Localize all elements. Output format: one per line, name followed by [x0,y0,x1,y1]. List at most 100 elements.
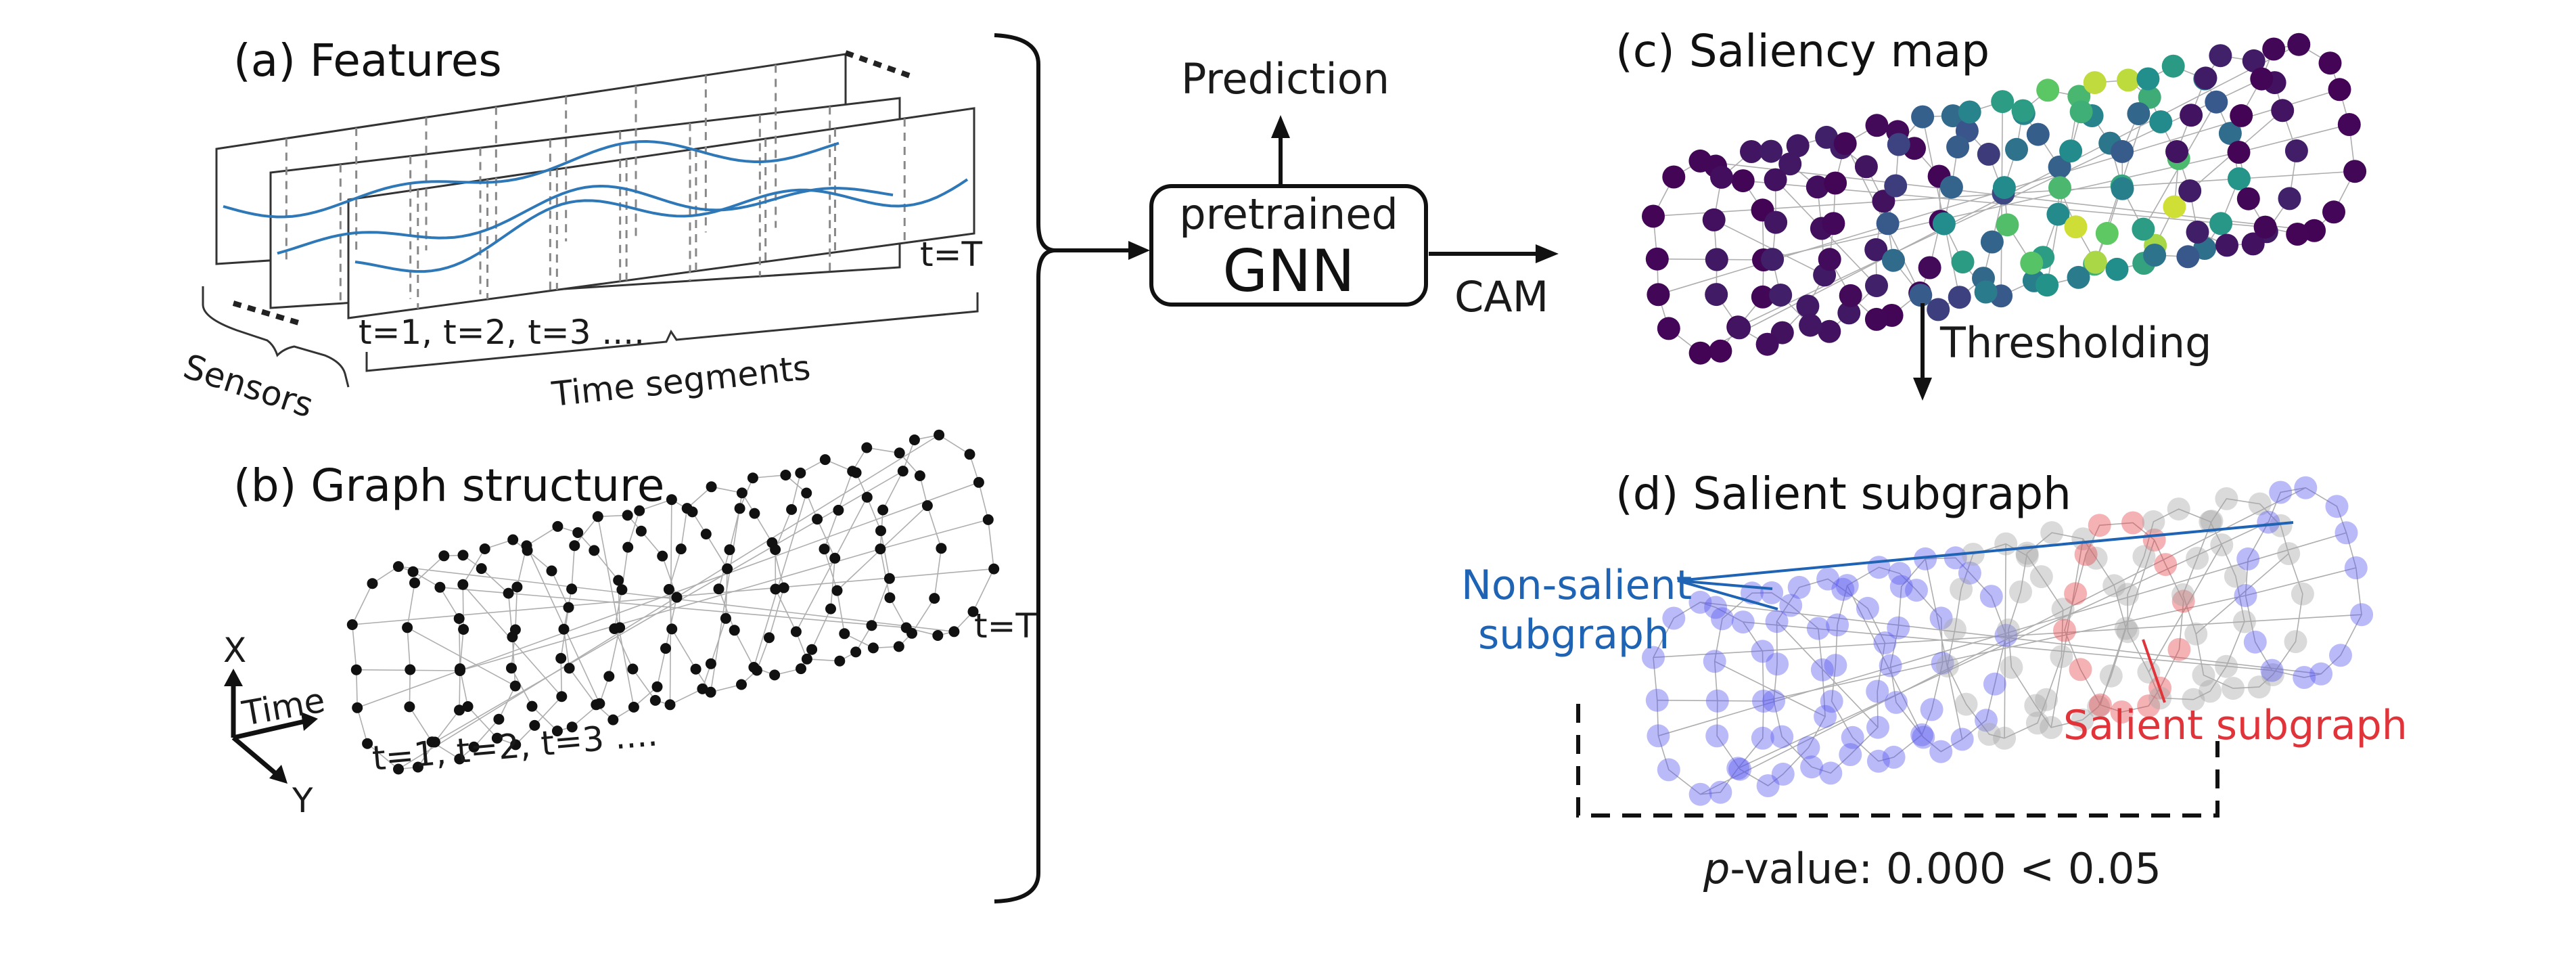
saliency-cylinder-node [1731,169,1755,193]
subgraph-cylinder-node [2182,688,2205,711]
saliency-cylinder-node [2105,257,2129,281]
subgraph-cylinder-chord-2 [1776,621,1879,728]
graph-cylinder-node [546,565,557,577]
graph-cylinder-node [764,632,775,644]
p-value-label: p-value: 0.000 < 0.05 [1703,844,2161,893]
panel-graph-structure: (b) Graph structure t=T t=1, t=2, t=3 ..… [223,429,1036,820]
saliency-cylinder-node [2227,167,2251,191]
subgraph-cylinder-node [1797,736,1820,759]
graph-cylinder-node [929,593,940,604]
graph-cylinder-node [900,622,912,633]
subgraph-cylinder-node [2110,700,2134,723]
graph-cylinder-node [883,573,895,584]
saliency-cylinder-node [2287,32,2311,56]
graph-cylinder-node [729,625,740,636]
saliency-cylinder [1642,32,2367,365]
saliency-cylinder-node [2111,139,2134,163]
panel-salient-subgraph: (d) Salient subgraph Non-salient subgrap… [1461,468,2408,893]
saliency-cylinder-node [2046,202,2070,226]
subgraph-cylinder-node [2200,510,2224,533]
saliency-cylinder-node [2083,71,2107,95]
subgraph-cylinder-node [2309,662,2333,686]
subgraph-cylinder-node [2035,688,2058,711]
saliency-cylinder-node [1991,90,2015,114]
subgraph-cylinder-node [2232,610,2256,633]
saliency-cylinder-node [1705,248,1728,271]
subgraph-cylinder-node [1642,646,1665,669]
subgraph-cylinder-rail-0 [1763,595,2246,702]
subgraph-cylinder-node [2088,693,2112,717]
gnn-label: GNN [1222,238,1354,305]
saliency-cylinder-node [2337,113,2361,136]
subgraph-cylinder-node [1866,749,1890,773]
subgraph-cylinder-node [1882,745,1906,769]
graph-cylinder-node [566,721,578,733]
subgraph-cylinder-node [1979,585,2003,608]
subgraph-cylinder-node [1806,617,1830,640]
panel-saliency-map: (c) Saliency map Thresholding [1615,25,2367,401]
graph-cylinder-node [660,643,671,654]
subgraph-cylinder-chord-3 [1847,585,1923,736]
subgraph-cylinder-node [2102,574,2126,598]
subgraph-cylinder-chord-1 [1714,661,1826,717]
graph-cylinder-node [664,699,676,711]
non-salient-label-line2: subgraph [1478,611,1670,658]
subgraph-cylinder-node [2215,654,2238,678]
saliency-cylinder-node [2111,177,2134,200]
subgraph-cylinder-node [1766,652,1789,676]
saliency-cylinder-node [2271,99,2295,122]
graph-cylinder-node [894,447,905,459]
features-t-first: t=1, t=2, t=3 .... [359,313,645,352]
graph-cylinder-node [510,739,522,751]
graph-cylinder-node [479,543,490,554]
subgraph-cylinder-node [1885,690,1908,714]
graph-cylinder-node [476,563,487,575]
saliency-cylinder-node [2048,155,2071,179]
saliency-cylinder-node [1657,317,1680,340]
saliency-cylinder-node [2241,232,2265,256]
subgraph-cylinder-rail-10 [1700,602,2322,675]
subgraph-cylinder-node [1929,740,1953,763]
saliency-cylinder-node [1709,339,1732,363]
subgraph-cylinder-node [2186,546,2209,570]
saliency-cylinder-node [1824,171,1847,195]
saliency-cylinder-chord-1 [1714,219,1825,276]
subgraph-cylinder-node [2029,565,2053,589]
saliency-cylinder-node [2284,139,2308,162]
graph-t-first: t=1, t=2, t=3 .... [371,714,659,778]
saliency-cylinder-node [1918,256,1941,280]
subgraph-cylinder-node [1826,613,1849,637]
subgraph-cylinder-node [2024,694,2048,717]
saliency-cylinder-node [1764,168,1787,192]
graph-cylinder-node [780,470,791,480]
saliency-cylinder-node [2069,100,2093,124]
graph-cylinder-node [839,628,850,640]
saliency-cylinder-node [1642,204,1665,228]
saliency-cylinder-node [2242,49,2266,72]
graph-cylinder-node [503,587,514,599]
graph-cylinder-node [521,540,532,552]
graph-cylinder-node [552,520,564,532]
subgraph-cylinder-node [1993,726,2017,750]
graph-cylinder-node [790,626,802,638]
graph-cylinder-node [657,550,668,562]
graph-cylinder-node [914,470,925,481]
graph-cylinder-node [455,663,465,675]
saliency-cylinder-node [1939,175,1963,199]
graph-cylinder-rail-4 [398,434,940,770]
graph-cylinder-node [651,681,663,692]
graph-cylinder-node [407,566,419,577]
saliency-cylinder-node [1662,165,1686,189]
saliency-cylinder-node [2149,110,2173,133]
saliency-cylinder-node [2218,122,2242,146]
graph-cylinder-node [736,679,747,690]
saliency-cylinder-node [1865,274,1888,298]
subgraph-cylinder-node [1779,594,1803,617]
graph-cylinder-chord-7 [753,493,807,668]
subgraph-cylinder-node [2167,638,2191,661]
graph-cylinder-node [635,525,647,537]
graph-cylinder-node [861,442,873,453]
non-salient-label-line1: Non-salient [1461,562,1692,609]
graph-cylinder-node [566,583,578,595]
subgraph-cylinder-node [1819,761,1843,785]
